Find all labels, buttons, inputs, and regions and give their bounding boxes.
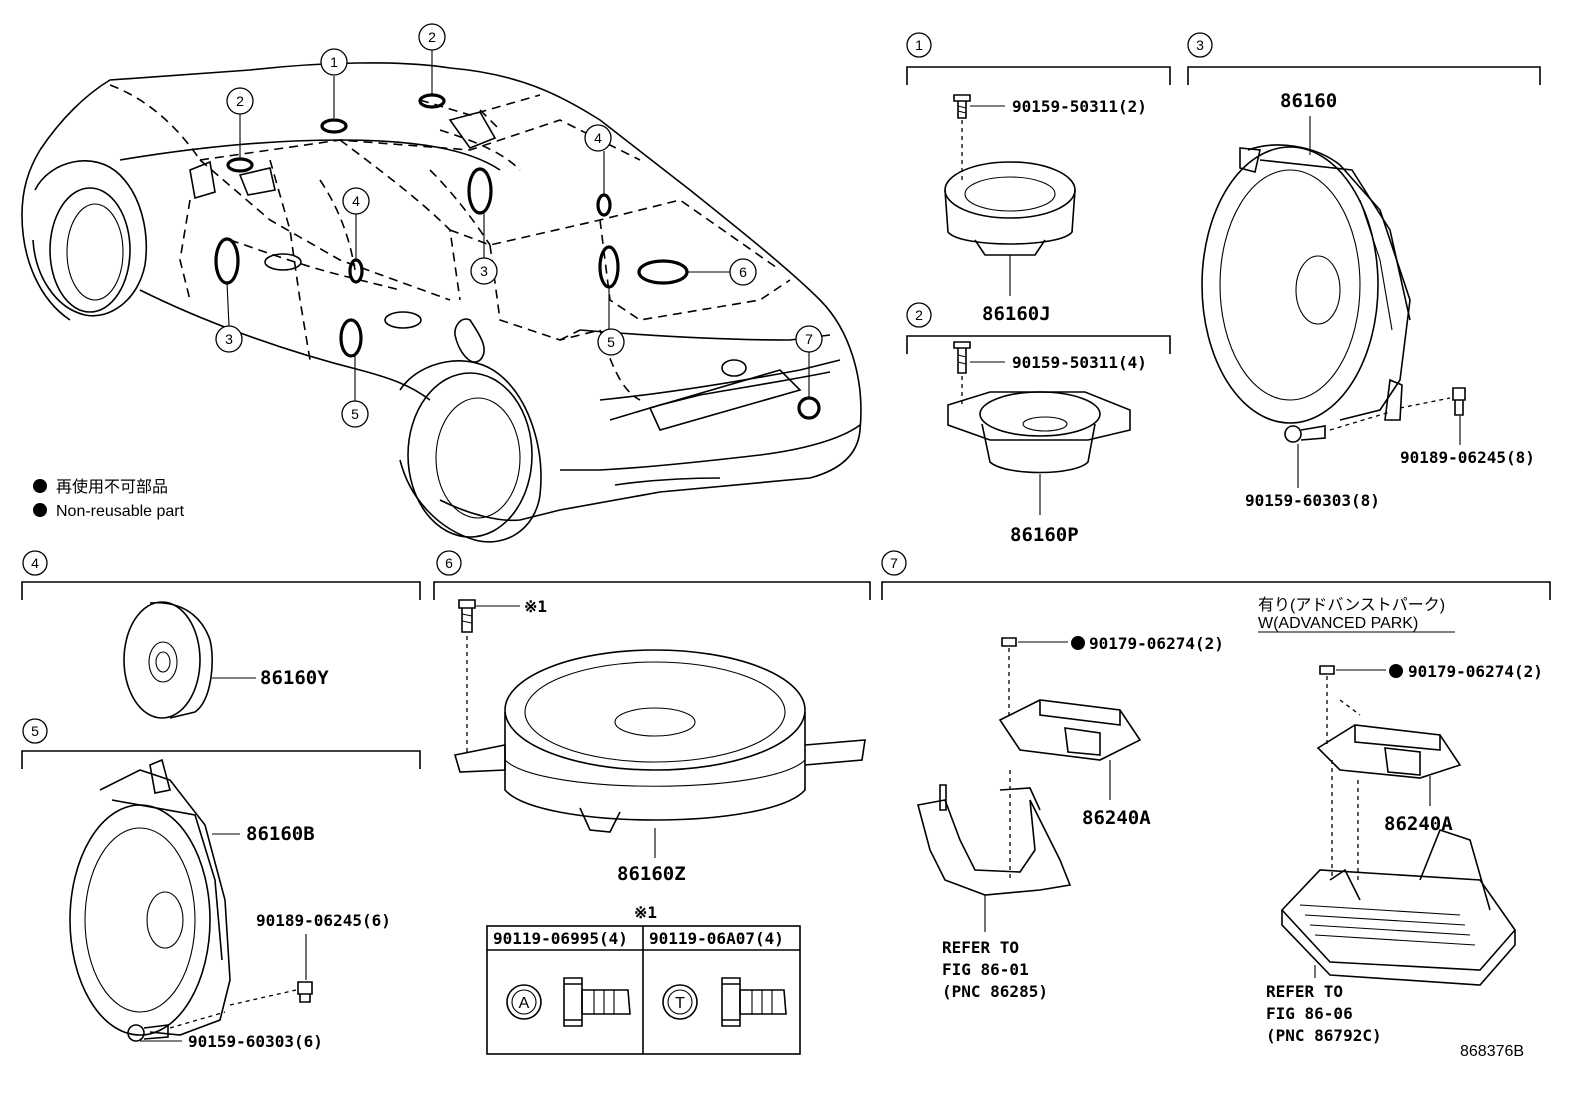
part-86160B: 86160B <box>246 823 315 845</box>
svg-text:6: 6 <box>445 555 453 571</box>
g1-screw-label: 90159-50311(2) <box>1012 97 1147 116</box>
non-reusable-dot-icon <box>33 479 47 493</box>
part-86160Y: 86160Y <box>260 667 329 689</box>
legend-jp: 再使用不可部品 <box>56 478 168 496</box>
g2-screw-label: 90159-50311(4) <box>1012 353 1147 372</box>
part-86240A-1: 86240A <box>1082 807 1151 829</box>
callout-7: 7 <box>795 325 823 353</box>
non-reusable-dot-icon <box>1389 664 1403 678</box>
svg-text:7: 7 <box>805 331 813 347</box>
callout-4a: 4 <box>584 124 612 152</box>
svg-text:3: 3 <box>480 263 488 279</box>
non-reusable-dot-icon <box>1071 636 1085 650</box>
callout-2a: 2 <box>418 23 446 51</box>
callout-1: 1 <box>320 48 348 76</box>
g5-clip-label: 90189-06245(6) <box>256 911 391 930</box>
bolt-table-col2: 90119-06A07(4) <box>649 929 784 948</box>
svg-text:4: 4 <box>594 130 602 146</box>
bolt-mark-t: T <box>675 995 685 1012</box>
group-2-dash-speaker: 2 90159-50311(4) 86160P <box>906 302 1171 546</box>
callout-6: 6 <box>729 258 757 286</box>
group-4-tweeter: 4 86160Y <box>21 550 421 719</box>
svg-text:5: 5 <box>607 334 615 350</box>
advanced-park-en: W(ADVANCED PARK) <box>1258 615 1418 632</box>
part-86240A-2: 86240A <box>1384 813 1453 835</box>
refer1-line2: FIG 86-01 <box>942 960 1029 979</box>
bolt-table: ※1 90119-06995(4) 90119-06A07(4) A T <box>486 903 801 1055</box>
refer2-line3: (PNC 86792C) <box>1266 1026 1382 1045</box>
svg-text:2: 2 <box>236 93 244 109</box>
part-86160: 86160 <box>1280 90 1337 112</box>
bolt-mark-a: A <box>519 995 530 1012</box>
car-callouts: 1 2 2 3 3 4 4 5 5 6 7 <box>215 23 823 428</box>
car-illustration <box>21 62 862 543</box>
group-1-front-speaker: 1 90159-50311(2) 86160J <box>906 32 1171 325</box>
svg-text:3: 3 <box>1196 37 1204 53</box>
svg-text:1: 1 <box>915 37 923 53</box>
svg-text:6: 6 <box>739 264 747 280</box>
part-86160P: 86160P <box>1010 524 1079 546</box>
part-86160J: 86160J <box>982 303 1051 325</box>
svg-text:2: 2 <box>915 307 923 323</box>
part-86160Z: 86160Z <box>617 863 686 885</box>
group-6-subwoofer: 6 ※1 86160Z <box>433 550 871 885</box>
svg-text:7: 7 <box>890 555 898 571</box>
callout-5a: 5 <box>597 328 625 356</box>
g3-clip-label: 90189-06245(8) <box>1400 448 1535 467</box>
refer1-line3: (PNC 86285) <box>942 982 1048 1001</box>
svg-text:1: 1 <box>330 54 338 70</box>
svg-text:4: 4 <box>31 555 39 571</box>
diagram-id: 868376B <box>1460 1043 1524 1060</box>
svg-text:3: 3 <box>225 331 233 347</box>
bolt-table-title: ※1 <box>634 903 657 922</box>
g5-screw-label: 90159-60303(6) <box>188 1032 323 1051</box>
svg-text:4: 4 <box>352 193 360 209</box>
callout-3a: 3 <box>470 257 498 285</box>
refer1-line1: REFER TO <box>942 938 1019 957</box>
advanced-park-jp: 有り(アドバンストパーク) <box>1258 596 1445 614</box>
svg-text:2: 2 <box>428 29 436 45</box>
group-5-rear-door-speaker: 5 86160B 90189-06245(6) 90159-60303(6) <box>21 718 421 1051</box>
g7-nut2-label: 90179-06274(2) <box>1408 662 1543 681</box>
legend: 再使用不可部品 Non-reusable part <box>33 478 185 520</box>
bolt-table-col1: 90119-06995(4) <box>493 929 628 948</box>
refer2-line1: REFER TO <box>1266 982 1343 1001</box>
g6-bolt-label: ※1 <box>524 597 547 616</box>
group-7-sensor: 7 有り(アドバンストパーク) W(ADVANCED PARK) 90179-0… <box>881 550 1551 1045</box>
g7-nut1-label: 90179-06274(2) <box>1089 634 1224 653</box>
non-reusable-dot-icon <box>33 503 47 517</box>
group-3-door-speaker: 3 86160 90189-06245(8) 90159-60303(8) <box>1187 32 1541 510</box>
callout-4b: 4 <box>342 187 370 215</box>
callout-5b: 5 <box>341 400 369 428</box>
legend-en: Non-reusable part <box>56 503 185 520</box>
callout-3b: 3 <box>215 325 243 353</box>
svg-text:5: 5 <box>31 723 39 739</box>
speaker-location-rings <box>214 50 821 420</box>
callout-2b: 2 <box>226 87 254 115</box>
refer2-line2: FIG 86-06 <box>1266 1004 1353 1023</box>
svg-text:5: 5 <box>351 406 359 422</box>
g3-screw-label: 90159-60303(8) <box>1245 491 1380 510</box>
